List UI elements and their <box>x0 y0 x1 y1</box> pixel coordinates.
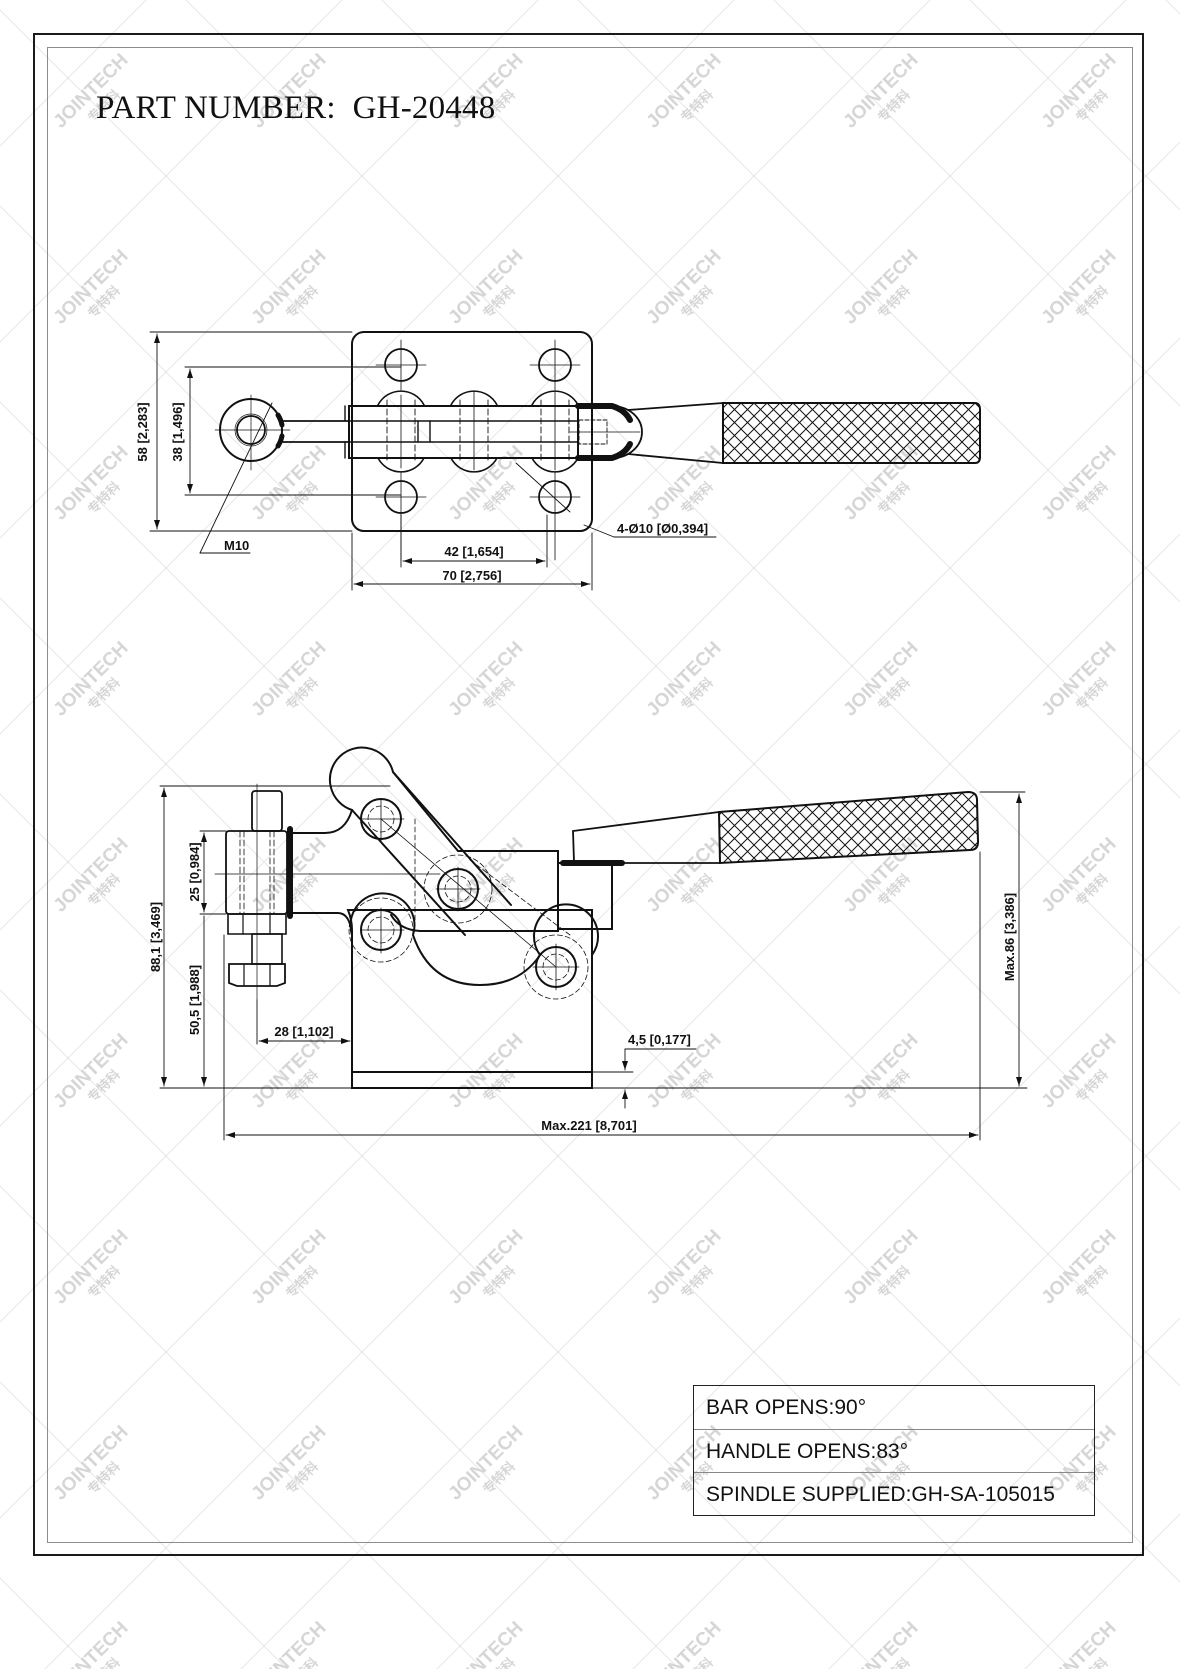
inner-frame <box>47 47 1133 1543</box>
dim-hole-spacing-horizontal: 42 [1,654] <box>444 544 503 559</box>
dim-thread: M10 <box>224 538 249 553</box>
spec-bar-opens: BAR OPENS:90° <box>706 1396 867 1419</box>
part-number-title: PART NUMBER: GH-20448 <box>96 90 496 126</box>
dim-overall-length: Max.221 [8,701] <box>541 1118 636 1133</box>
handle-grip <box>722 402 981 464</box>
dim-base-thickness: 4,5 [0,177] <box>628 1032 691 1047</box>
dim-spindle-to-base: 50,5 [1,988] <box>187 965 202 1035</box>
dim-handle-height: Max.86 [3,386] <box>1002 893 1017 981</box>
side-view: 88,1 [3,469] 25 [0,984] 50,5 [1,988] 28 … <box>148 746 1028 1141</box>
dim-spindle-offset: 28 [1,102] <box>274 1024 333 1039</box>
spec-table: BAR OPENS:90° HANDLE OPENS:83° SPINDLE S… <box>693 1385 1095 1516</box>
dim-mounting-holes: 4-Ø10 [Ø0,394] <box>617 521 708 536</box>
dim-spindle-height: 25 [0,984] <box>187 842 202 901</box>
dim-side-overall-height: 88,1 [3,469] <box>148 902 163 972</box>
clamp-arm <box>289 746 559 932</box>
spindle-nut <box>228 963 286 987</box>
mounting-holes <box>384 348 572 514</box>
spec-handle-opens: HANDLE OPENS:83° <box>694 1429 1094 1472</box>
top-view: 58 [2,283] 38 [1,496] M10 42 [1,654] 70 … <box>135 331 981 591</box>
outer-frame <box>33 33 1144 1556</box>
side-handle-grip <box>717 790 980 865</box>
spec-spindle-supplied: SPINDLE SUPPLIED:GH-SA-105015 <box>694 1472 1094 1515</box>
dim-overall-height: 58 [2,283] <box>135 402 150 461</box>
dim-hole-spacing-vertical: 38 [1,496] <box>170 402 185 461</box>
spindle-rod <box>251 790 283 832</box>
base-plate <box>351 331 593 532</box>
dim-base-width: 70 [2,756] <box>442 568 501 583</box>
